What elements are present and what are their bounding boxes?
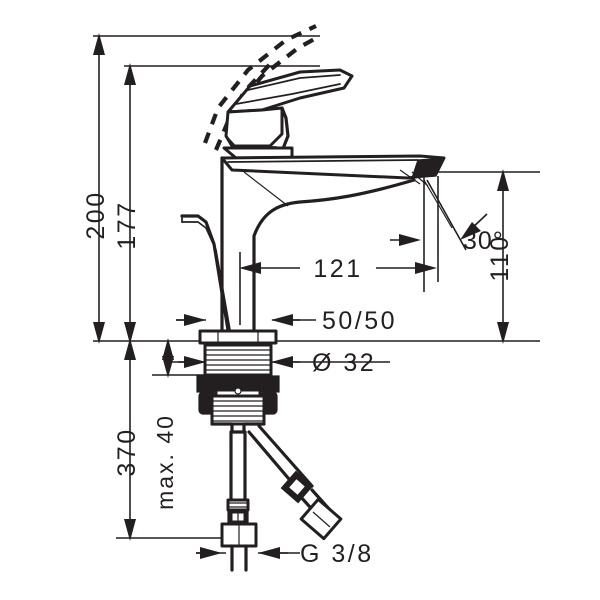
- dimension-110: 110: [486, 169, 514, 344]
- dimension-thread-g38: G 3/8: [196, 540, 374, 568]
- spout-body: [220, 154, 453, 332]
- dimension-label-370: 370: [113, 427, 141, 476]
- dimension-177: 177: [113, 63, 141, 344]
- dimension-200: 200: [82, 33, 110, 344]
- dimension-label-110: 110: [486, 234, 514, 281]
- dimension-370: 370: [113, 338, 141, 541]
- lever-handle: [222, 68, 354, 160]
- threaded-shank: [203, 343, 273, 377]
- dimension-label-121: 121: [313, 255, 362, 283]
- dimension-label-max-40: max. 40: [152, 414, 178, 510]
- dimension-label-177: 177: [113, 200, 141, 249]
- pop-up-waste-rod: [180, 214, 231, 332]
- dimension-label-50-50: 50/50: [322, 307, 397, 335]
- flexible-hoses: [220, 424, 343, 572]
- dimension-label-30-degrees: 30°: [463, 227, 504, 255]
- dimension-121: 121: [239, 255, 437, 283]
- faucet-assembly: [180, 24, 453, 572]
- dimension-max-40: max. 40: [152, 338, 178, 510]
- dimension-50-50: 50/50: [176, 307, 397, 335]
- dimension-diameter-32: Ø 32: [178, 349, 376, 377]
- mounting-collar: [198, 329, 278, 345]
- dimension-30-degrees: 30°: [390, 179, 504, 255]
- dimension-label-thread-g38: G 3/8: [300, 540, 374, 568]
- dimension-label-diameter-32: Ø 32: [312, 349, 376, 377]
- dimension-label-200: 200: [82, 190, 110, 239]
- mounting-nut-assembly: [196, 375, 280, 434]
